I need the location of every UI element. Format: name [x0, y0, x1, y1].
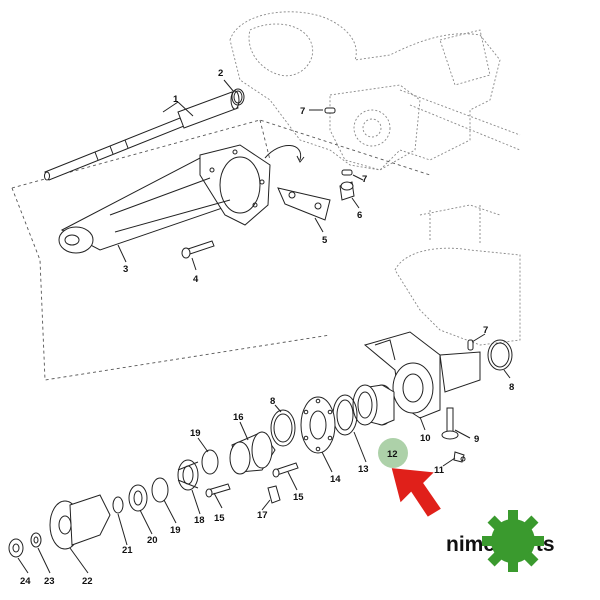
bearing-20 — [128, 484, 148, 512]
bolt-6 — [339, 181, 355, 201]
gear-icon — [482, 510, 544, 572]
drive-shaft — [44, 90, 240, 181]
callout-10: 10 — [420, 433, 431, 444]
callout-12: 12 — [387, 449, 398, 460]
seal-13 — [332, 394, 358, 436]
callout-3: 3 — [123, 264, 128, 275]
callout-19b: 19 — [170, 525, 181, 536]
callout-22: 22 — [82, 576, 93, 587]
fitting-17 — [267, 485, 281, 504]
callout-4: 4 — [193, 274, 199, 285]
callout-15a: 15 — [293, 492, 304, 503]
housing-16 — [229, 431, 276, 475]
bracket — [264, 145, 331, 221]
callout-24: 24 — [20, 576, 31, 587]
callout-14: 14 — [330, 474, 341, 485]
axle-housing-tube — [58, 144, 271, 254]
highlight-arrow — [391, 468, 441, 517]
brand-logo: nimerparts — [446, 510, 555, 572]
callout-15b: 15 — [214, 513, 225, 524]
callout-6: 6 — [357, 210, 362, 221]
callout-20: 20 — [147, 535, 158, 546]
seal-ring-8 — [270, 339, 513, 447]
ghost-axle-housing — [229, 11, 521, 346]
bolt-9 — [441, 407, 459, 440]
callout-7a: 7 — [300, 106, 305, 117]
callout-23: 23 — [44, 576, 55, 587]
callout-2: 2 — [218, 68, 223, 79]
wheel-hub-22 — [49, 494, 111, 550]
callout-19a: 19 — [190, 428, 201, 439]
washer-23 — [30, 532, 42, 548]
bolt-4 — [181, 240, 215, 259]
callout-7b: 7 — [362, 174, 367, 185]
ring-21 — [112, 496, 124, 514]
callout-11: 11 — [434, 465, 445, 476]
callout-5: 5 — [322, 235, 328, 246]
bushing-12 — [352, 384, 395, 426]
callout-17: 17 — [257, 510, 268, 521]
callout-labels: 1 2 3 4 5 6 7 7 7 8 8 9 10 11 12 13 14 1… — [20, 68, 514, 587]
bolt-15 — [205, 462, 299, 498]
callout-9: 9 — [474, 434, 479, 445]
circlip — [231, 88, 245, 106]
callout-13: 13 — [358, 464, 369, 475]
callout-8b: 8 — [270, 396, 275, 407]
pin-7 — [324, 107, 474, 351]
callout-7c: 7 — [483, 325, 488, 336]
bearing-18 — [177, 459, 199, 491]
callout-8a: 8 — [509, 382, 514, 393]
nut-24 — [8, 538, 24, 558]
assembly-outline — [11, 119, 431, 381]
ring-19 — [151, 449, 219, 503]
knuckle-housing — [363, 331, 481, 419]
callout-16: 16 — [233, 412, 244, 423]
callout-1: 1 — [173, 94, 179, 105]
callout-18: 18 — [194, 515, 205, 526]
hub-flange-14 — [300, 396, 336, 454]
fitting-11 — [453, 451, 466, 463]
highlight-circle — [378, 438, 408, 468]
leader-lines — [17, 79, 511, 574]
callout-21: 21 — [122, 545, 133, 556]
